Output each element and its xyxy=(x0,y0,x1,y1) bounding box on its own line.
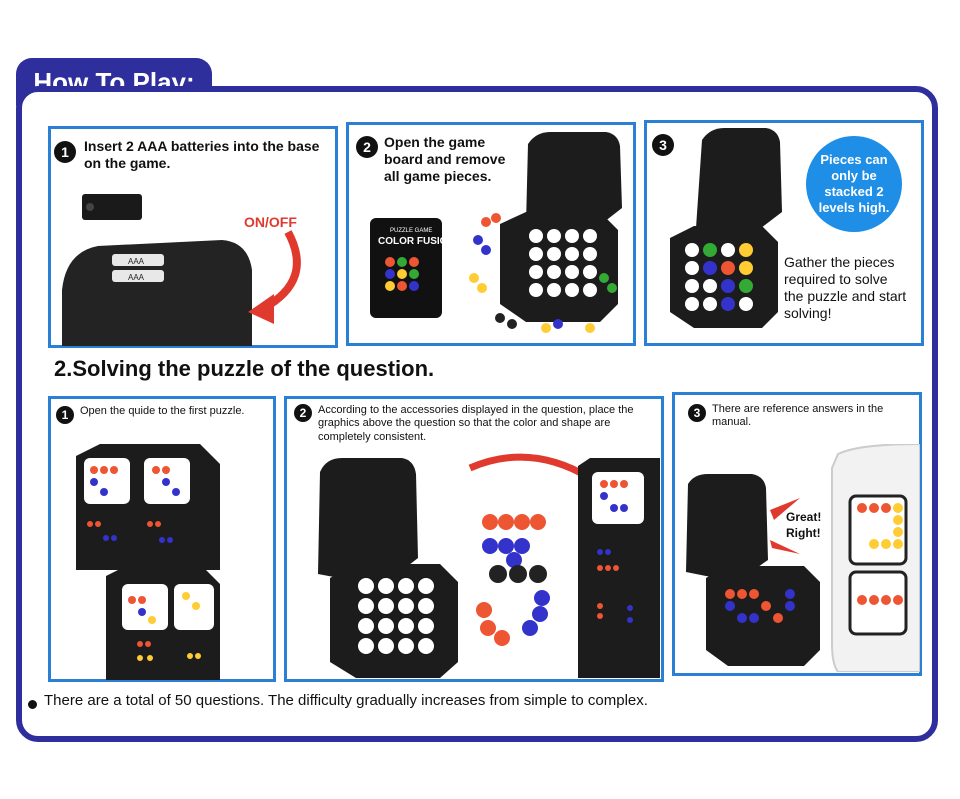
solve-step-2-number: 2 xyxy=(294,404,312,422)
battery-illustration: AAA AAA xyxy=(62,194,301,346)
puzzle-guide-illustration xyxy=(76,444,220,680)
great-right-label: Great! Right! xyxy=(786,510,822,540)
solve-step-1-number: 1 xyxy=(56,406,74,424)
placing-pieces-illustration xyxy=(318,453,660,678)
solving-board-illustration xyxy=(670,128,782,328)
step-3-text: Gather the pieces required to solve the … xyxy=(784,254,907,322)
solve-step-2-text: According to the accessories displayed i… xyxy=(318,404,634,443)
solve-step-3-number: 3 xyxy=(688,404,706,422)
step-2-number: 2 xyxy=(356,136,378,158)
section-2-title: 2.Solving the puzzle of the question. xyxy=(54,356,435,381)
step-1-text: Insert 2 AAA batteries into the base on … xyxy=(84,138,320,172)
battery-label-2: AAA xyxy=(128,273,145,282)
footer-note: There are a total of 50 questions. The d… xyxy=(44,692,648,709)
step-2-text: Open the game board and remove all game … xyxy=(384,134,506,185)
reference-answer-illustration xyxy=(686,444,920,672)
stacking-rule-bubble: Pieces can only be stacked 2 levels high… xyxy=(806,136,902,232)
solve-step-3-text: There are reference answers in the manua… xyxy=(712,403,884,429)
footer-bullet xyxy=(28,700,37,709)
step-3-number: 3 xyxy=(652,134,674,156)
box-small-text: PUZZLE GAME xyxy=(390,228,432,234)
battery-label-1: AAA xyxy=(128,257,145,266)
solve-step-1-text: Open the quide to the first puzzle. xyxy=(80,405,245,417)
box-title: COLOR FUSION xyxy=(378,236,455,247)
on-off-label: ON/OFF xyxy=(244,214,297,230)
game-board-open-illustration: PUZZLE GAME COLOR FUSION xyxy=(370,132,622,333)
step-1-number: 1 xyxy=(54,141,76,163)
